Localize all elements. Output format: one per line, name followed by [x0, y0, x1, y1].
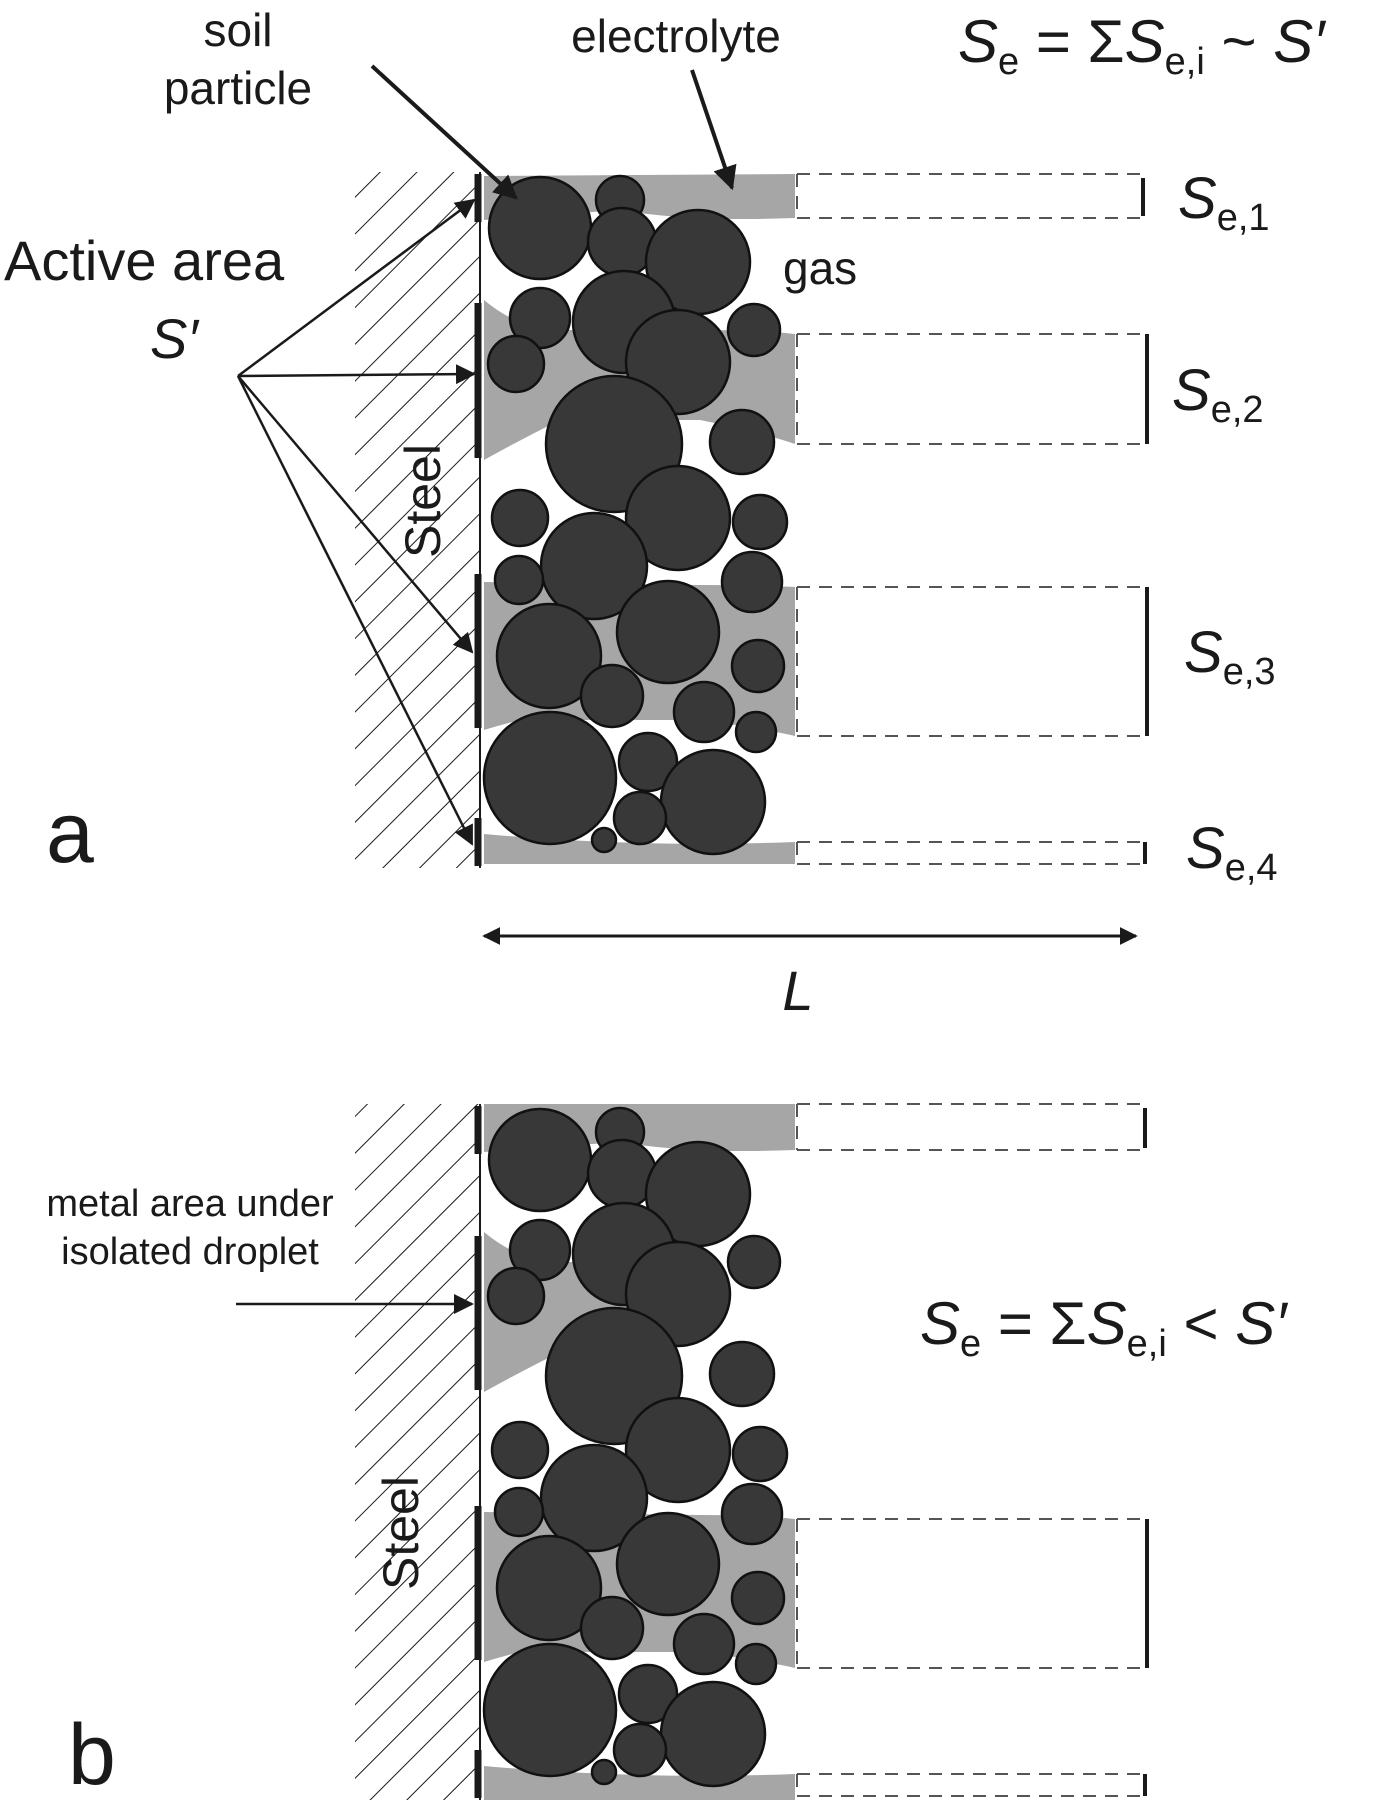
soil-particle-a-16: [493, 554, 545, 606]
length-label: L: [782, 959, 813, 1022]
steel-label-a: Steel: [395, 444, 451, 558]
soil-particle-b-13: [624, 1396, 732, 1504]
panel-b: Se = ΣSe,i < S′ metal area under isolate…: [46, 1103, 1288, 1800]
soil-particle-b-15: [539, 1443, 649, 1553]
soil-particle-a-13: [624, 464, 732, 572]
electrolyte-pointer: [690, 69, 737, 191]
soil-particle-b-19: [615, 1511, 721, 1617]
steel-hatch-b: [355, 1104, 480, 1800]
soil-particle-b-23: [734, 1642, 778, 1686]
panel-a-letter: a: [46, 785, 94, 881]
metal-area-label-line1: metal area under: [46, 1183, 334, 1225]
soil-particle-a-25: [617, 731, 679, 793]
soil-particle-b-12: [490, 1420, 550, 1480]
soil-particle-a-26: [659, 748, 767, 856]
active-area-label: Active area: [4, 229, 285, 292]
formula-b: Se = ΣSe,i < S′: [920, 1290, 1288, 1365]
soil-particle-pointer: [370, 64, 518, 200]
steel-hatch-a: [355, 172, 480, 868]
soil-particle-a-9: [726, 302, 782, 358]
metal-area-label-line2: isolated droplet: [61, 1231, 319, 1273]
soil-particle-a-17: [720, 550, 784, 614]
band-label-se4: Se,4: [1186, 816, 1278, 889]
soil-label: soil: [203, 4, 272, 56]
soil-particle-a-19: [615, 579, 721, 685]
soil-particles-b: [482, 1106, 789, 1788]
soil-particle-a-7: [486, 334, 546, 394]
panel-b-letter: b: [68, 1707, 116, 1800]
soil-particle-b-11: [708, 1340, 776, 1408]
formula-a: Se = ΣSe,i ~ S′: [958, 8, 1326, 83]
soil-particle-a-11: [708, 408, 776, 476]
soil-particle-a-28: [590, 826, 618, 854]
steel-label-b: Steel: [373, 1476, 429, 1590]
soil-particle-a-1: [487, 175, 593, 281]
soil-particle-b-21: [579, 1595, 645, 1661]
soil-particle-b-24: [482, 1642, 618, 1778]
electrolyte-label: electrolyte: [571, 10, 781, 62]
band-label-se2: Se,2: [1172, 358, 1264, 431]
panel-a: Se,1 Se,2 Se,3 Se,4 L soil particle elec…: [4, 4, 1326, 1022]
soil-particle-b-28: [590, 1758, 618, 1786]
soil-particle-b-17: [720, 1482, 784, 1546]
particle-label: particle: [164, 62, 312, 114]
soil-particles-a: [482, 174, 789, 856]
soil-particle-a-12: [490, 488, 550, 548]
soil-particle-b-16: [493, 1486, 545, 1538]
band-labels-a: Se,1 Se,2 Se,3 Se,4: [1172, 166, 1278, 889]
soil-particle-b-1: [487, 1107, 593, 1213]
soil-particle-a-14: [731, 493, 789, 551]
soil-particle-a-23: [734, 710, 778, 754]
soil-particle-b-9: [726, 1234, 782, 1290]
band-label-se1: Se,1: [1178, 166, 1270, 239]
soil-particle-b-22: [672, 1612, 736, 1676]
soil-particle-a-20: [730, 638, 786, 694]
soil-particle-a-27: [612, 790, 668, 846]
soil-particle-b-18: [495, 1534, 603, 1642]
dashed-guides-b: [796, 1103, 1143, 1797]
soil-particle-b-14: [731, 1425, 789, 1483]
gas-label: gas: [783, 242, 857, 294]
active-area-symbol: S′: [150, 307, 200, 370]
active-area-pointers: [236, 198, 476, 846]
soil-particle-b-27: [612, 1722, 668, 1778]
band-brackets-b: [1143, 1108, 1149, 1796]
soil-particle-b-20: [730, 1570, 786, 1626]
soil-particle-a-22: [672, 680, 736, 744]
soil-particle-b-25: [617, 1663, 679, 1725]
soil-particle-b-26: [659, 1680, 767, 1788]
band-label-se3: Se,3: [1184, 620, 1276, 693]
soil-particle-a-21: [579, 663, 645, 729]
soil-particle-a-18: [495, 602, 603, 710]
band-brackets-a: [1141, 178, 1149, 864]
soil-particle-a-24: [482, 710, 618, 846]
dashed-guides-a: [796, 173, 1143, 865]
soil-particle-a-15: [539, 511, 649, 621]
soil-particle-b-7: [486, 1266, 546, 1326]
